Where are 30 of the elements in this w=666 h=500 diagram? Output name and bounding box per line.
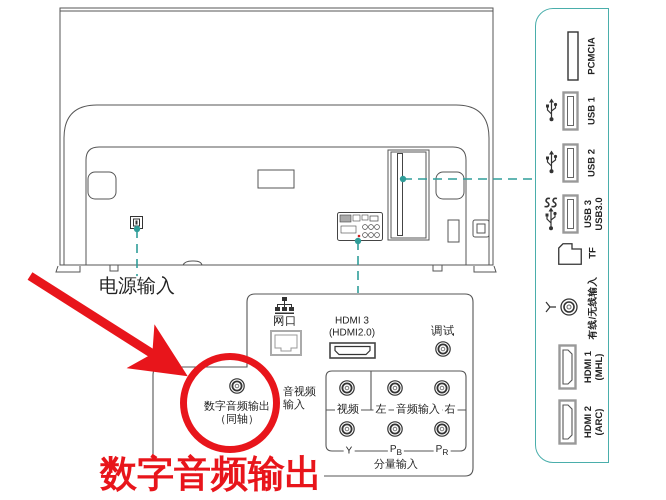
power-socket-icon <box>130 216 143 229</box>
connector-block-icon <box>337 212 383 241</box>
port-label: 右 <box>442 404 458 416</box>
arrow <box>28 272 188 376</box>
port-label: TF <box>588 247 600 259</box>
port-label: 音视频输入 <box>283 386 317 412</box>
leader-line <box>400 176 535 182</box>
card-slot <box>397 153 403 236</box>
port-label: P$_{R}$ <box>434 444 450 458</box>
port-label: USB 2 <box>588 149 598 177</box>
port-label: HDMI 2 (ARC) <box>584 404 606 440</box>
port-label: USB 3 USB3.0 <box>584 196 606 232</box>
port-label: 音频输入 <box>394 404 442 416</box>
port-label: 数字音频输出（同轴） <box>203 400 271 426</box>
port-label: 左 <box>374 404 388 416</box>
port-label: HDMI 1 (MHL) <box>584 350 606 385</box>
port-label: 调试 <box>431 325 455 339</box>
connector-panel <box>535 8 609 463</box>
leader-line <box>134 226 140 276</box>
port-label: 网口 <box>273 315 297 329</box>
annotation-text: 数字音频输出 <box>98 455 324 494</box>
port-label: 视频 <box>335 404 361 416</box>
leader-line <box>354 238 362 293</box>
group-label: 分量输入 <box>374 458 418 472</box>
port-label: PCMCIA <box>588 37 598 75</box>
port-label: 电源输入 <box>99 276 175 298</box>
port-label: USB 1 <box>588 97 598 125</box>
port-label: HDMI 3 (HDMI2.0) <box>328 316 376 338</box>
port-label: 有线/无线输入 <box>588 276 600 340</box>
port-label: P$_{B}$ <box>388 444 404 458</box>
